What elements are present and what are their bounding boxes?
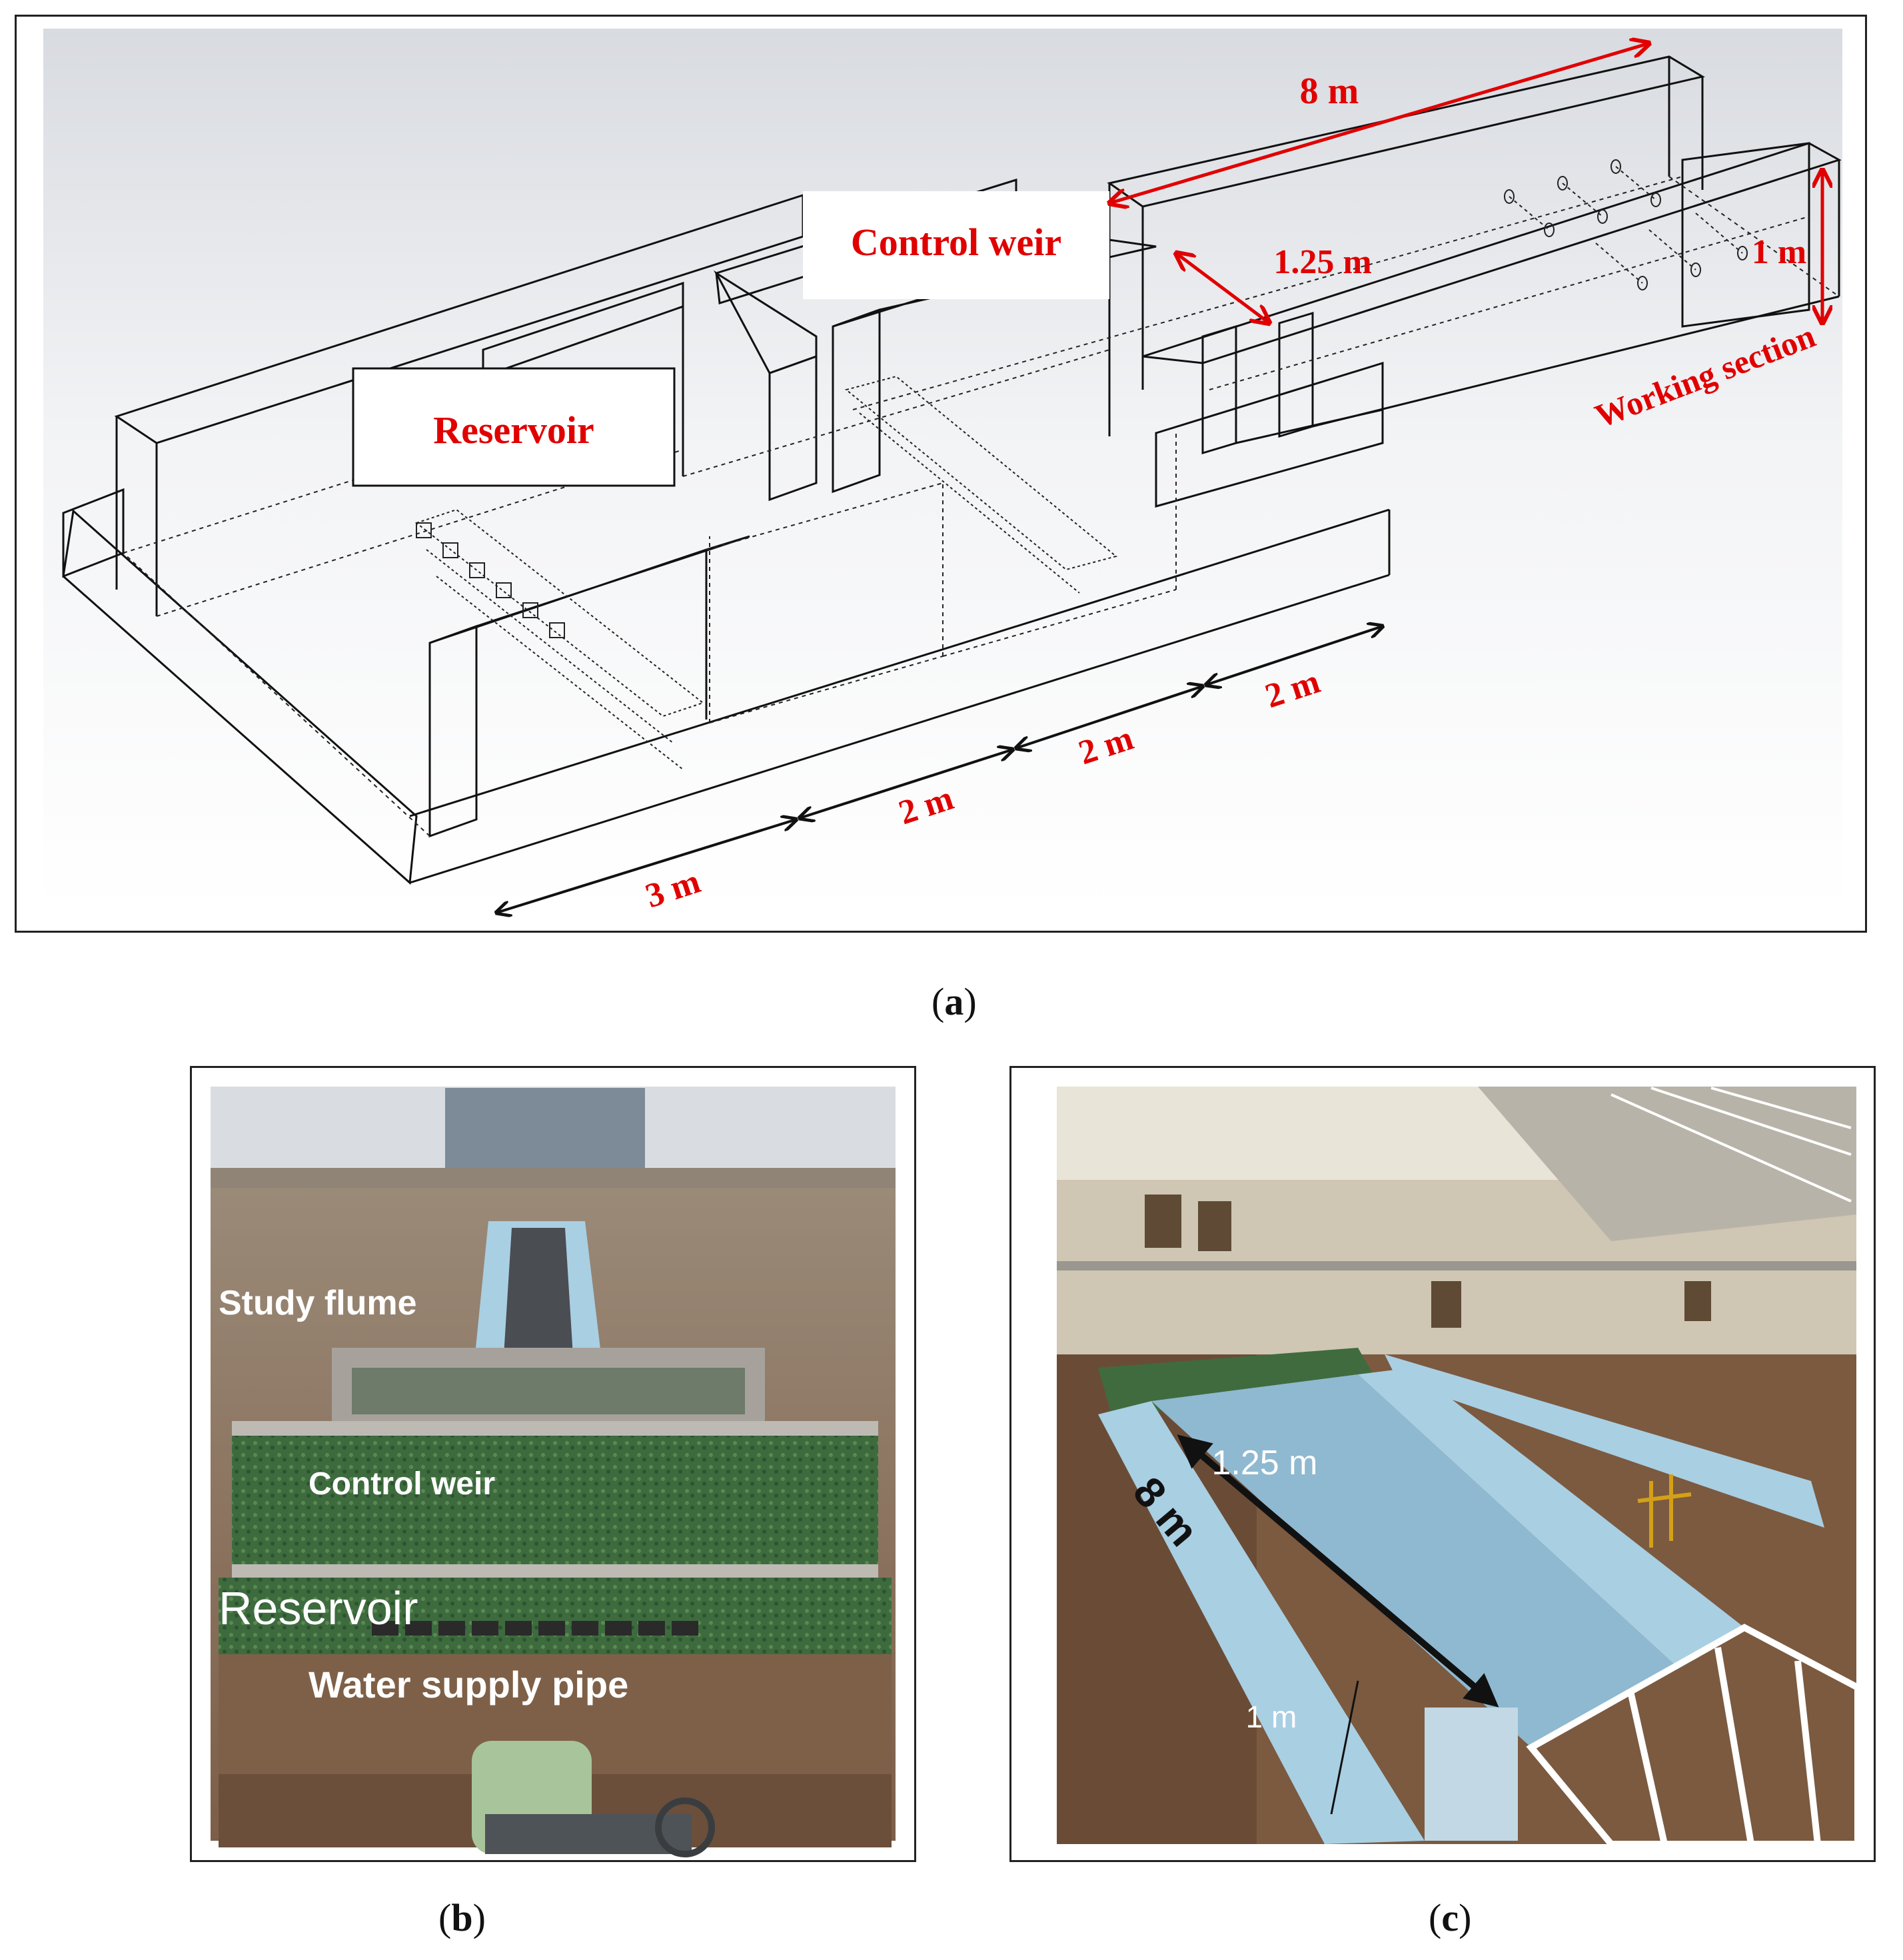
caption-b: (b): [438, 1896, 486, 1939]
control-weir-tank: [232, 1428, 878, 1574]
photo-panel-overview: Study flume Control weir Reservoir Water…: [190, 1066, 916, 1862]
overview-photo: Study flume Control weir Reservoir Water…: [192, 1068, 914, 1860]
reservoir-label: Reservoir: [433, 408, 594, 452]
yellow-railing: [1637, 1474, 1692, 1548]
inlet-boxes: [372, 1621, 698, 1636]
width-dimension-label: 1.25 m: [1273, 243, 1371, 281]
length-dimension-arrow: [1109, 43, 1649, 203]
hall-doors: [1145, 1195, 1711, 1328]
water-supply-pipe-label: Water supply pipe: [309, 1664, 628, 1706]
roof-trusses: [1610, 1087, 1852, 1203]
reservoir-label-box: [352, 367, 676, 487]
study-flume-label: Study flume: [219, 1284, 417, 1322]
flume-end-block: [1425, 1708, 1518, 1841]
width-dimension-arrow: [1176, 253, 1269, 323]
reservoir-label: Reservoir: [219, 1582, 418, 1634]
chamber3-length-arrow: [1206, 626, 1383, 685]
flume-width-label: 1.25 m: [1212, 1444, 1318, 1482]
chamber1-length-arrow: [800, 749, 1013, 818]
schematic-drawing: Reservoir Control weir Working section 8…: [43, 29, 1842, 931]
hidden-lines: [123, 176, 1840, 837]
flume-length-arrow: [1177, 1434, 1499, 1708]
control-weir-label: Control weir: [851, 221, 1061, 264]
length-dimension-label: 8 m: [1300, 71, 1359, 112]
height-dimension-label: 1 m: [1752, 233, 1806, 271]
photo-panel-flume: 1.25 m 8 m 1 m: [1009, 1066, 1876, 1862]
schematic-panel: Reservoir Control weir Working section 8…: [15, 15, 1867, 933]
glass-frame: [1526, 1624, 1861, 1847]
flume-photo: 1.25 m 8 m 1 m: [1011, 1068, 1874, 1860]
flume-height-label: 1 m: [1246, 1700, 1297, 1734]
control-weir-label: Control weir: [309, 1466, 495, 1502]
control-weir-label-box: [803, 191, 1109, 299]
screen-grids: [414, 375, 1118, 770]
reservoir-inlet-boxes: [416, 522, 565, 638]
caption-a: (a): [932, 980, 977, 1023]
schematic-background: [43, 29, 1842, 908]
reservoir-length-arrow: [496, 819, 796, 913]
hall-door: [445, 1088, 645, 1173]
flume-height-line: [1330, 1680, 1359, 1815]
caption-c: (c): [1429, 1896, 1472, 1939]
chamber2-length-arrow: [1016, 686, 1203, 748]
